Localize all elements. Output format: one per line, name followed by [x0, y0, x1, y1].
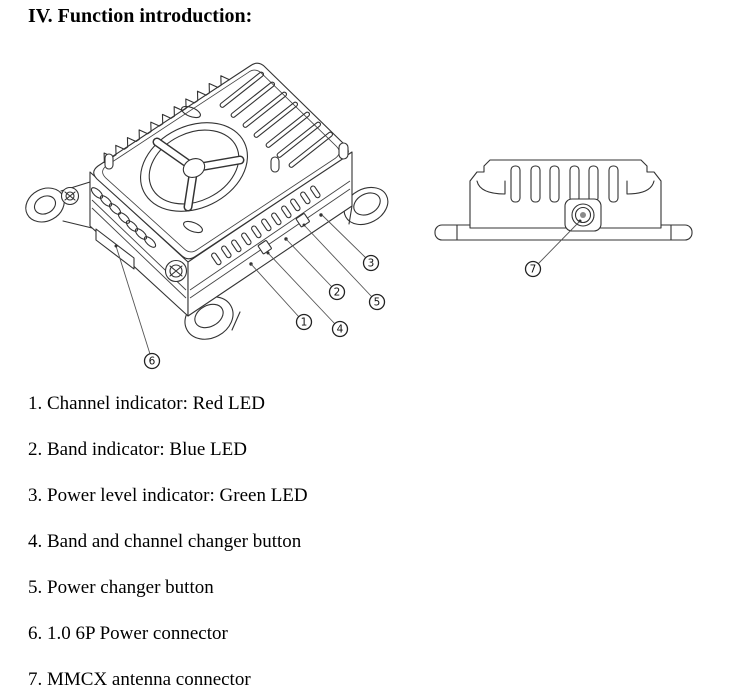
standoff-post-right — [270, 156, 280, 173]
isometric-view: 1 2 3 4 5 6 — [25, 62, 389, 370]
leader-6 — [115, 245, 151, 355]
legend-item-7: 7. MMCX antenna connector — [28, 669, 251, 690]
screw-south — [164, 259, 188, 283]
function-figure: 1 2 3 4 5 6 — [25, 62, 693, 370]
top-oval-hole-upper — [181, 105, 201, 119]
screw-west — [60, 186, 80, 206]
callout-3: 3 — [362, 254, 380, 272]
legend-item-5: 5. Power changer button — [28, 577, 214, 598]
svg-text:4: 4 — [337, 324, 344, 336]
fan-blades — [152, 137, 245, 212]
callout-7: 7 — [524, 260, 542, 278]
power-led — [319, 213, 323, 217]
svg-text:1: 1 — [301, 317, 308, 329]
body-side-faces — [89, 151, 353, 317]
side-view: 7 — [434, 159, 693, 278]
side-body — [469, 159, 662, 229]
legend-item-6: 6. 1.0 6P Power connector — [28, 623, 228, 644]
legend-item-2: 2. Band indicator: Blue LED — [28, 439, 247, 460]
callout-5: 5 — [368, 293, 386, 311]
leader-1 — [250, 263, 300, 318]
svg-text:6: 6 — [149, 356, 156, 368]
top-oval-hole-lower — [183, 220, 203, 234]
callout-leaders — [114, 214, 373, 355]
fan — [140, 122, 248, 212]
callout-2: 2 — [328, 283, 346, 301]
leader-3 — [321, 214, 367, 259]
standoff-post-left — [104, 153, 114, 170]
band-channel-button — [257, 240, 272, 255]
section-title: IV. Function introduction: — [28, 5, 253, 27]
power-button — [295, 213, 310, 228]
svg-text:2: 2 — [334, 287, 341, 299]
leader-5 — [303, 224, 373, 298]
leader-2 — [285, 238, 333, 288]
callout-1: 1 — [295, 313, 313, 331]
leader-4 — [267, 252, 336, 325]
svg-text:3: 3 — [368, 258, 375, 270]
callout-6: 6 — [143, 352, 161, 370]
mmcx-connector — [564, 198, 602, 232]
standoff-post-corner — [338, 142, 349, 160]
power-connector — [95, 228, 135, 270]
leader-7 — [537, 220, 581, 265]
sawtooth-edge — [103, 75, 230, 164]
legend-list: 1. Channel indicator: Red LED 2. Band in… — [28, 391, 728, 698]
callout-4: 4 — [331, 320, 349, 338]
legend-item-3: 3. Power level indicator: Green LED — [28, 485, 308, 506]
legend-item-4: 4. Band and channel changer button — [28, 531, 302, 552]
svg-text:5: 5 — [374, 297, 381, 309]
mmcx-center-pin — [580, 212, 586, 218]
svg-text:7: 7 — [530, 264, 537, 276]
legend-item-1: 1. Channel indicator: Red LED — [28, 393, 265, 414]
mounting-lug-left — [25, 181, 93, 229]
